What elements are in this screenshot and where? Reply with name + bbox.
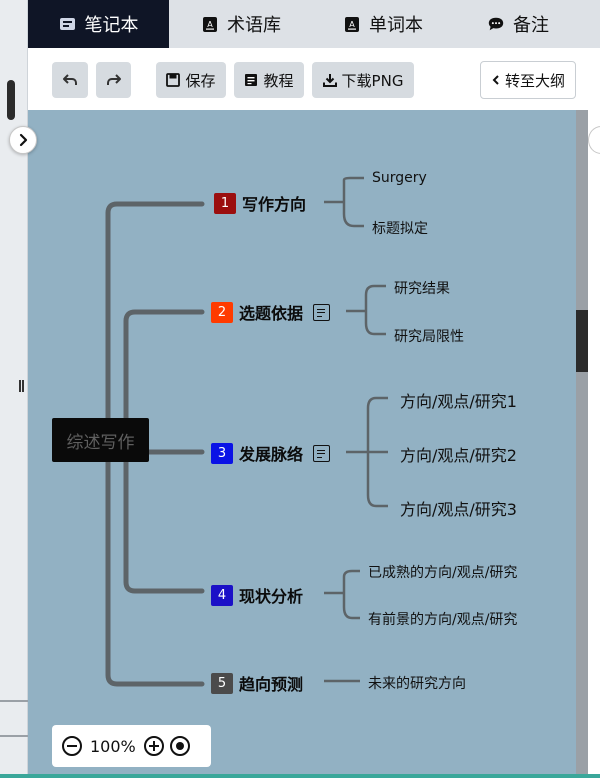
glossary-icon: A: [201, 15, 219, 33]
right-panel-edge: [588, 110, 600, 778]
leaf-node[interactable]: 方向/观点/研究2: [400, 446, 517, 465]
branch-number-badge: 2: [211, 301, 233, 323]
left-sidebar-collapsed: [0, 0, 28, 778]
download-icon: [322, 74, 337, 87]
tab-label: 备注: [513, 15, 549, 36]
tutorial-label: 教程: [263, 71, 294, 90]
branch-node-3[interactable]: 3 发展脉络: [211, 441, 331, 465]
branch-label: 发展脉络: [239, 445, 304, 464]
chevron-right-icon: [19, 133, 28, 147]
branch-number-badge: 4: [211, 584, 233, 606]
zoom-out-icon[interactable]: [62, 736, 82, 756]
redo-icon: [106, 74, 121, 85]
leaf-node[interactable]: 方向/观点/研究3: [400, 500, 517, 519]
download-label: 下载PNG: [341, 71, 404, 90]
zoom-control: 100%: [52, 725, 211, 767]
save-icon: [166, 73, 181, 87]
tab-wordbook[interactable]: A 单词本: [313, 0, 453, 48]
note-icon[interactable]: [313, 444, 331, 462]
zoom-level: 100%: [90, 736, 136, 756]
recenter-icon[interactable]: [169, 736, 190, 756]
branch-number-badge: 3: [211, 442, 233, 464]
leaf-node[interactable]: 研究结果: [394, 281, 450, 297]
tab-bar: 笔记本 A 术语库 A 单词本 备注: [28, 0, 600, 48]
undo-icon: [63, 74, 77, 85]
scrollbar-thumb[interactable]: [576, 310, 588, 372]
leaf-node[interactable]: 已成熟的方向/观点/研究: [368, 565, 518, 581]
gutter-divider: [0, 735, 28, 737]
resize-grip-icon[interactable]: [19, 380, 25, 392]
comment-icon: [487, 15, 505, 33]
canvas-scrollbar[interactable]: [576, 110, 588, 778]
leaf-node[interactable]: 标题拟定: [372, 221, 428, 237]
leaf-node[interactable]: 未来的研究方向: [368, 676, 466, 692]
branch-label: 写作方向: [242, 195, 307, 214]
gutter-scrollbar[interactable]: [7, 80, 15, 120]
leaf-node[interactable]: 方向/观点/研究1: [400, 392, 517, 411]
branch-node-2[interactable]: 2 选题依据: [211, 300, 331, 324]
tutorial-icon: [245, 74, 258, 86]
tab-label: 笔记本: [84, 15, 139, 36]
tab-comment[interactable]: 备注: [453, 0, 583, 48]
redo-button[interactable]: [96, 62, 131, 98]
outline-button[interactable]: 转至大纲: [480, 61, 576, 99]
undo-button[interactable]: [52, 62, 88, 98]
root-label: 综述写作: [66, 432, 135, 453]
branch-label: 趋向预测: [239, 675, 304, 694]
svg-text:A: A: [207, 20, 213, 29]
branch-number-badge: 5: [211, 672, 233, 694]
note-icon[interactable]: [313, 303, 331, 321]
mindmap-canvas[interactable]: 综述写作 1 写作方向 Surgery 标题拟定 2 选题依据 研究结果 研究局…: [28, 110, 576, 778]
save-label: 保存: [185, 71, 216, 90]
toolbar: 保存 教程 下载PNG 转至大纲: [28, 48, 588, 110]
tab-label: 单词本: [369, 15, 423, 36]
tab-glossary[interactable]: A 术语库: [169, 0, 313, 48]
branch-node-1[interactable]: 1 写作方向: [214, 191, 306, 215]
zoom-in-icon[interactable]: [143, 736, 164, 756]
branch-label: 现状分析: [239, 587, 304, 606]
wordbook-icon: A: [343, 15, 361, 33]
tab-notebook[interactable]: 笔记本: [28, 0, 169, 48]
outline-label: 转至大纲: [504, 71, 565, 90]
leaf-node[interactable]: 有前景的方向/观点/研究: [368, 612, 518, 628]
download-png-button[interactable]: 下载PNG: [312, 62, 414, 98]
tab-label: 术语库: [227, 15, 281, 36]
leaf-node[interactable]: Surgery: [372, 170, 427, 186]
leaf-node[interactable]: 研究局限性: [394, 329, 464, 345]
chevron-left-icon: [492, 75, 499, 85]
bottom-border: [0, 774, 600, 778]
branch-node-5[interactable]: 5 趋向预测: [211, 671, 303, 695]
notebook-icon: [59, 15, 77, 33]
branch-label: 选题依据: [239, 304, 304, 323]
branch-number-badge: 1: [214, 192, 236, 214]
svg-text:A: A: [349, 20, 355, 29]
save-button[interactable]: 保存: [156, 62, 226, 98]
tutorial-button[interactable]: 教程: [234, 62, 304, 98]
branch-node-4[interactable]: 4 现状分析: [211, 583, 303, 607]
mindmap-root-node[interactable]: 综述写作: [52, 418, 149, 462]
gutter-divider: [0, 700, 28, 702]
expand-panel-button[interactable]: [9, 126, 37, 154]
